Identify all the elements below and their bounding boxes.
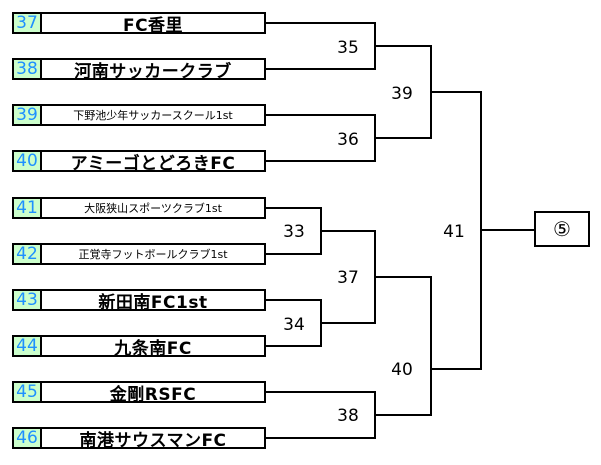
team-name: 大阪狭山スポーツクラブ1st — [84, 202, 222, 215]
bracket-line — [266, 22, 376, 24]
final-box: ⑤ — [534, 211, 590, 247]
team-seed: 41 — [14, 198, 42, 218]
team-row: 46 南港サウスマンFC — [12, 427, 266, 449]
team-name: 河南サッカークラブ — [74, 61, 232, 79]
bracket-line — [374, 414, 432, 416]
team-seed: 43 — [14, 290, 42, 310]
team-row: 40 アミーゴとどろきFC — [12, 150, 266, 172]
team-seed: 42 — [14, 244, 42, 264]
team-name: 九条南FC — [114, 338, 192, 356]
match-number: 38 — [337, 406, 359, 426]
bracket-line — [374, 45, 432, 47]
bracket-line — [480, 229, 534, 231]
team-name: 金剛RSFC — [109, 384, 197, 402]
bracket-line — [266, 207, 322, 209]
bracket-line — [266, 345, 322, 347]
team-name: 南港サウスマンFC — [79, 430, 227, 448]
team-row: 39 下野池少年サッカースクール1st — [12, 104, 266, 126]
team-name: 正覚寺フットボールクラブ1st — [78, 248, 228, 261]
match-number: 34 — [283, 315, 305, 335]
bracket-line — [430, 368, 482, 370]
bracket-line — [374, 137, 432, 139]
match-number: 35 — [337, 38, 359, 58]
match-number: 36 — [337, 130, 359, 150]
team-name: 新田南FC1st — [98, 292, 208, 310]
match-number: 39 — [391, 84, 413, 104]
bracket-line — [320, 322, 376, 324]
bracket-line — [266, 299, 322, 301]
bracket-line — [374, 276, 432, 278]
team-row: 45 金剛RSFC — [12, 381, 266, 403]
team-name: 下野池少年サッカースクール1st — [73, 109, 233, 122]
team-seed: 38 — [14, 59, 42, 79]
bracket-line — [266, 391, 376, 393]
match-number: 37 — [337, 268, 359, 288]
team-seed: 37 — [14, 13, 42, 33]
team-row: 42 正覚寺フットボールクラブ1st — [12, 243, 266, 265]
bracket-line — [266, 253, 322, 255]
team-seed: 39 — [14, 105, 42, 125]
team-row: 38 河南サッカークラブ — [12, 58, 266, 80]
team-name: アミーゴとどろきFC — [70, 153, 236, 171]
bracket-line — [430, 91, 482, 93]
bracket-line — [320, 230, 376, 232]
match-number: 41 — [443, 222, 465, 242]
team-name: FC香里 — [122, 15, 184, 33]
match-number: 33 — [283, 222, 305, 242]
team-row: 37 FC香里 — [12, 12, 266, 34]
team-row: 43 新田南FC1st — [12, 289, 266, 311]
bracket-line — [266, 160, 376, 162]
team-row: 41 大阪狭山スポーツクラブ1st — [12, 197, 266, 219]
final-label: ⑤ — [553, 217, 571, 241]
team-seed: 46 — [14, 428, 42, 448]
bracket-line — [430, 276, 432, 416]
team-seed: 40 — [14, 151, 42, 171]
bracket-line — [266, 114, 376, 116]
match-number: 40 — [391, 360, 413, 380]
team-row: 44 九条南FC — [12, 335, 266, 357]
bracket-line — [266, 68, 376, 70]
team-seed: 44 — [14, 336, 42, 356]
team-seed: 45 — [14, 382, 42, 402]
bracket-line — [266, 437, 376, 439]
